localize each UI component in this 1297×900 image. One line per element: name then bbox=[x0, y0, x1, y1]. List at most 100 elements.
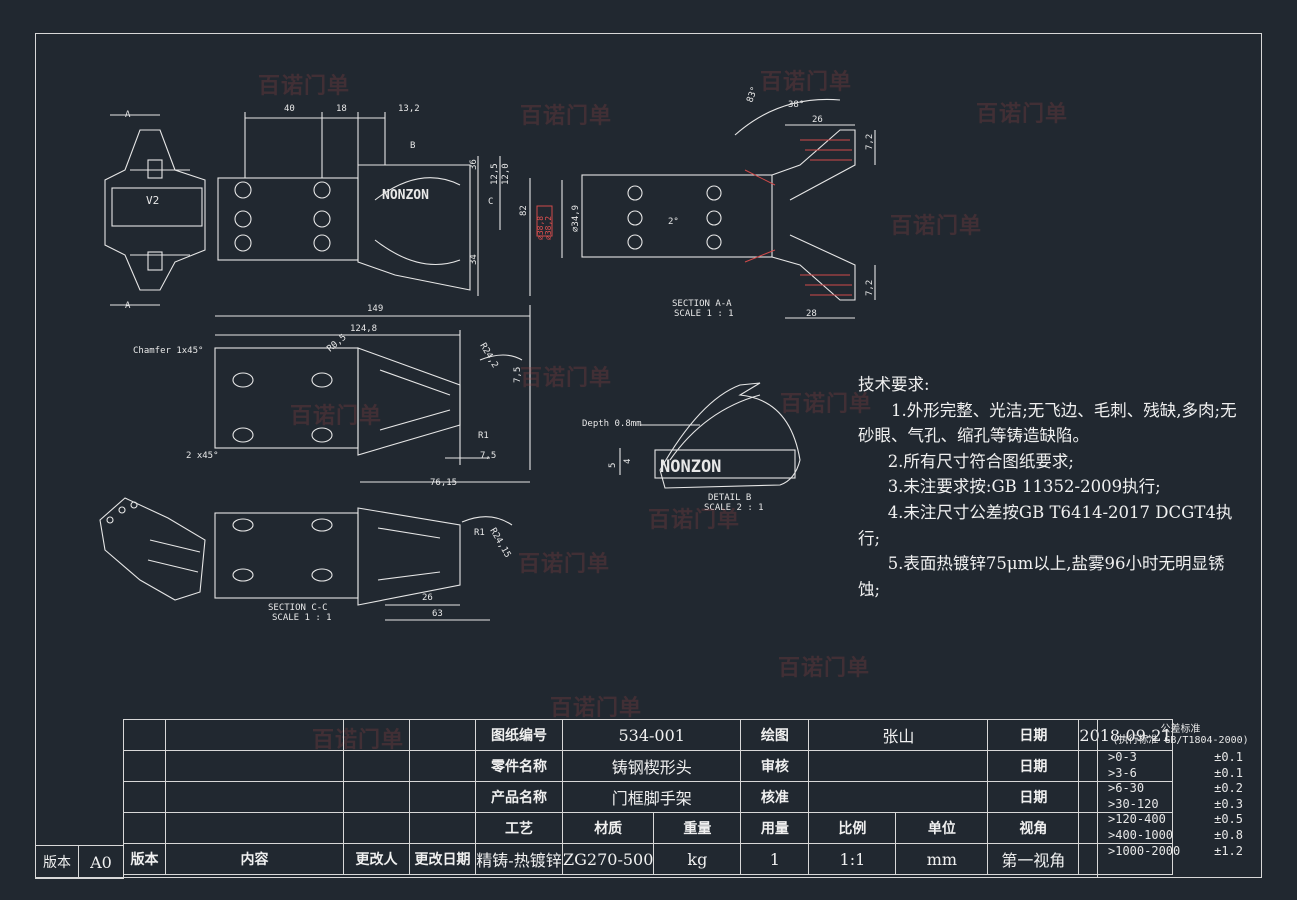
title-block: 图纸编号 534-001 绘图 张山 日期 2018-09-21 零件名称 铸钢… bbox=[123, 719, 1173, 875]
dim-7-5: 7,5 bbox=[513, 367, 523, 383]
review-date-label: 日期 bbox=[987, 750, 1080, 782]
dim-40: 40 bbox=[284, 104, 295, 114]
technical-requirements: 技术要求: 1.外形完整、光洁;无飞边、毛刺、残缺,多肉;无砂眼、气孔、缩孔等铸… bbox=[858, 372, 1243, 602]
dim-63: 63 bbox=[432, 609, 443, 619]
chamfer2-label: 2 x45° bbox=[186, 451, 219, 461]
brand-mark-top: NONZON bbox=[382, 188, 429, 203]
unit-label: 单位 bbox=[895, 812, 989, 844]
process-value: 精铸-热镀锌 bbox=[475, 843, 563, 875]
dim-7-5b: 7,5 bbox=[480, 451, 496, 461]
scale-value: 1:1 bbox=[808, 843, 897, 875]
dim-26: 26 bbox=[422, 593, 433, 603]
watermark: 百诺门单 bbox=[760, 70, 853, 95]
tech-item-5: 5.表面热镀锌75μm以上,盐雾96小时无明显锈蚀; bbox=[858, 554, 1225, 599]
drawing-no-label: 图纸编号 bbox=[475, 719, 563, 751]
date-label: 日期 bbox=[987, 719, 1080, 751]
part-name-value: 铸钢楔形头 bbox=[561, 750, 742, 782]
dim-d38-2: ⌀38,2 bbox=[544, 216, 553, 240]
watermark: 百诺门单 bbox=[258, 74, 351, 99]
material-label: 材质 bbox=[561, 812, 655, 844]
dim-r1b: R1 bbox=[474, 528, 485, 538]
tolerance-row: >1000-2000±1.2 bbox=[1108, 843, 1243, 858]
section-aa-scale: SCALE 1 : 1 bbox=[674, 309, 734, 319]
dim-28: 28 bbox=[806, 309, 817, 319]
watermark: 百诺门单 bbox=[648, 508, 741, 533]
date-value: 2018-09-21 bbox=[1078, 719, 1173, 751]
watermark: 百诺门单 bbox=[290, 404, 383, 429]
isometric-view bbox=[99, 497, 206, 601]
approve-label: 核准 bbox=[740, 781, 810, 813]
watermark: 百诺门单 bbox=[518, 552, 611, 577]
front-view bbox=[104, 114, 206, 306]
tolerance-table: 公差标准 (执行标准 GB/T1804-2000) >0-3±0.1 >3-6±… bbox=[1097, 719, 1263, 878]
product-label: 产品名称 bbox=[475, 781, 563, 813]
watermark: 百诺门单 bbox=[550, 696, 643, 721]
section-mark-a-bottom: A bbox=[125, 301, 131, 311]
section-aa-view bbox=[561, 98, 876, 319]
v2-mark: V2 bbox=[146, 194, 159, 207]
approve-date-label: 日期 bbox=[987, 781, 1080, 813]
dim-82: 82 bbox=[519, 205, 529, 216]
watermark: 百诺门单 bbox=[520, 104, 613, 129]
section-aa-label: SECTION A-A bbox=[672, 299, 732, 309]
tech-item-1: 1.外形完整、光洁;无飞边、毛刺、残缺,多肉;无砂眼、气孔、缩孔等铸造缺陷。 bbox=[858, 400, 1237, 446]
view-value: 第一视角 bbox=[987, 843, 1080, 875]
brand-mark-detail: NONZON bbox=[660, 457, 721, 477]
drawing-no-value: 534-001 bbox=[561, 719, 742, 751]
section-cc-view bbox=[214, 507, 513, 621]
dim-13-2: 13,2 bbox=[398, 104, 420, 114]
rev-value: A0 bbox=[78, 845, 124, 879]
dim-83deg: 83° bbox=[745, 85, 760, 104]
watermark: 百诺门单 bbox=[520, 366, 613, 391]
depth-label: Depth 0.8mm bbox=[582, 419, 642, 429]
weight-value: kg bbox=[653, 843, 742, 875]
tech-item-3: 3.未注要求按:GB 11352-2009执行; bbox=[887, 477, 1161, 497]
tolerance-row: >400-1000±0.8 bbox=[1108, 827, 1243, 842]
detail-mark-b: B bbox=[410, 141, 415, 151]
tolerance-subtitle: (执行标准 GB/T1804-2000) bbox=[1112, 735, 1249, 746]
dim-149: 149 bbox=[367, 304, 383, 314]
watermark: 百诺门单 bbox=[778, 656, 871, 681]
dim-d34-9: ⌀34,9 bbox=[571, 205, 581, 232]
drawer-value: 张山 bbox=[808, 719, 989, 751]
drawing-sheet-border bbox=[35, 33, 1262, 878]
dim-34: 34 bbox=[469, 254, 479, 265]
material-value: ZG270-500 bbox=[561, 843, 655, 875]
dim-4: 4 bbox=[623, 459, 633, 464]
watermark: 百诺门单 bbox=[890, 214, 983, 239]
dim-36: 36 bbox=[469, 159, 479, 170]
dim-124-8: 124,8 bbox=[350, 324, 377, 334]
dim-r24-15: R24,15 bbox=[487, 527, 512, 560]
watermark: 百诺门单 bbox=[780, 392, 873, 417]
section-cc-scale: SCALE 1 : 1 bbox=[272, 613, 332, 623]
section-mark-a-top: A bbox=[125, 110, 131, 120]
tolerance-row: >3-6±0.1 bbox=[1108, 765, 1243, 780]
product-value: 门框脚手架 bbox=[561, 781, 742, 813]
process-label: 工艺 bbox=[475, 812, 563, 844]
dim-18: 18 bbox=[336, 104, 347, 114]
dim-r0-5: R0,5 bbox=[326, 333, 349, 355]
unit-value: mm bbox=[895, 843, 989, 875]
detail-b-scale: SCALE 2 : 1 bbox=[704, 503, 764, 513]
detail-b-label: DETAIL B bbox=[708, 493, 751, 503]
dim-2deg: 2° bbox=[668, 217, 679, 227]
tech-title: 技术要求: bbox=[858, 375, 930, 394]
dim-5: 5 bbox=[608, 463, 618, 468]
rev-col-label: 版本 bbox=[123, 843, 166, 875]
view-label: 视角 bbox=[987, 812, 1080, 844]
scale-label: 比例 bbox=[808, 812, 897, 844]
weight-label: 重量 bbox=[653, 812, 742, 844]
tolerance-title: 公差标准 bbox=[1160, 724, 1201, 735]
section-mark-c: C bbox=[488, 197, 493, 207]
dim-38deg: 38° bbox=[788, 100, 804, 110]
tolerance-row: >30-120±0.3 bbox=[1108, 796, 1243, 811]
qty-value: 1 bbox=[740, 843, 810, 875]
dim-7-2: 7,2 bbox=[865, 134, 875, 150]
review-label: 审核 bbox=[740, 750, 810, 782]
tolerance-row: >6-30±0.2 bbox=[1108, 781, 1243, 796]
change-date-label: 更改日期 bbox=[409, 843, 476, 875]
dim-12-0: 12,0 bbox=[501, 163, 511, 185]
detail-b-view bbox=[619, 382, 801, 489]
dim-26b: 26 bbox=[812, 115, 823, 125]
